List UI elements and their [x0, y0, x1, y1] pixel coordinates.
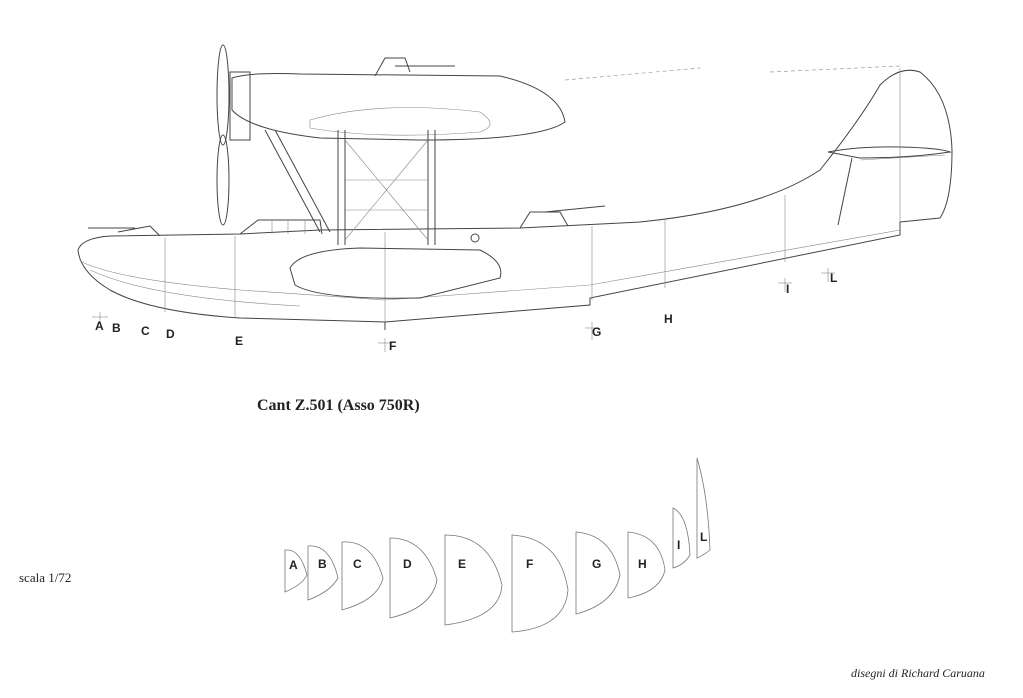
station-label-i: I	[786, 282, 789, 296]
station-label-b: B	[112, 321, 121, 335]
station-label-c: C	[141, 324, 150, 338]
section-label-h: H	[638, 557, 647, 571]
wing-and-engine	[216, 44, 701, 245]
cross-sections: A B C D E F G H I L	[284, 457, 711, 633]
section-label-c: C	[353, 557, 362, 571]
station-markers: A B C D E F G H I L	[92, 268, 837, 353]
drawing-title: Cant Z.501 (Asso 750R)	[257, 397, 420, 414]
section-label-g: G	[592, 557, 601, 571]
station-label-d: D	[166, 327, 175, 341]
section-label-a: A	[289, 558, 298, 572]
tail-unit	[769, 65, 952, 226]
author-credit: disegni di Richard Caruana	[851, 666, 985, 680]
section-label-e: E	[458, 557, 466, 571]
station-label-f: F	[389, 339, 396, 353]
hull-side-view	[77, 69, 953, 330]
section-label-d: D	[403, 557, 412, 571]
section-label-i: I	[677, 538, 680, 552]
scale-note: scala 1/72	[19, 570, 72, 585]
station-label-g: G	[592, 325, 601, 339]
station-label-l: L	[830, 271, 837, 285]
section-label-f: F	[526, 557, 533, 571]
section-label-b: B	[318, 557, 327, 571]
station-label-e: E	[235, 334, 243, 348]
section-label-l: L	[700, 530, 707, 544]
station-label-h: H	[664, 312, 673, 326]
station-label-a: A	[95, 319, 104, 333]
